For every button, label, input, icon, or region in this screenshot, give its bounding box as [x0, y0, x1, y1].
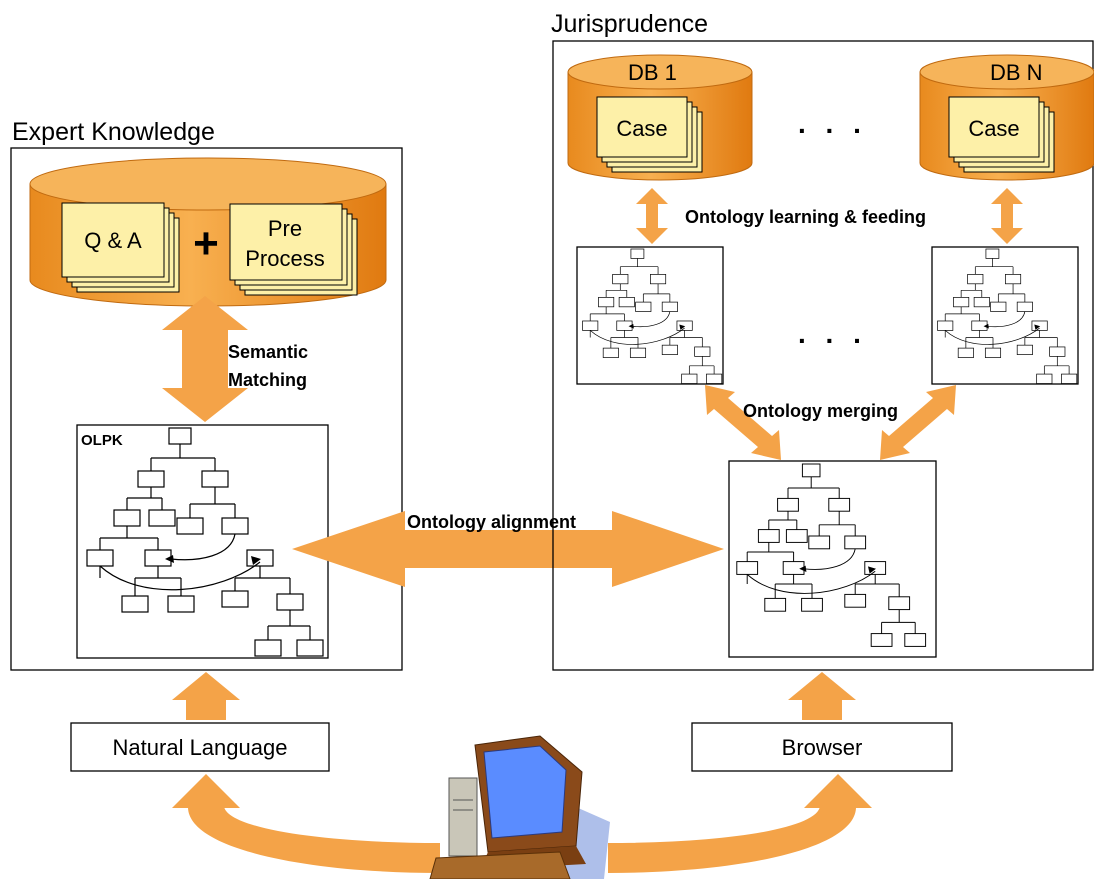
db1-ontology-box — [576, 246, 724, 385]
preprocess-document-stack: Pre Process — [229, 203, 358, 296]
merge-arrow-right — [880, 385, 956, 460]
db1-learning-arrow — [636, 188, 668, 244]
dbn-learning-arrow — [991, 188, 1023, 244]
db-ellipsis: . . . — [798, 108, 867, 139]
jurisprudence-panel — [552, 40, 1094, 671]
ontology-ellipsis: . . . — [798, 318, 867, 349]
qa-document-stack: Q & A — [61, 202, 180, 293]
db1-label: DB 1 — [628, 60, 677, 85]
db1-case-stack: Case — [596, 96, 703, 173]
browser-label: Browser — [782, 735, 863, 760]
semantic-matching-label-line2: Matching — [228, 370, 307, 390]
nl-to-expert-arrow — [172, 672, 240, 720]
user-to-nl-arrow — [172, 774, 440, 873]
expert-knowledge-title: Expert Knowledge — [12, 118, 215, 146]
user-to-browser-arrow — [608, 774, 872, 873]
dbn-case-stack: Case — [948, 96, 1055, 173]
browser-box — [691, 722, 953, 772]
natural-language-label: Natural Language — [113, 735, 288, 760]
ontology-merging-label: Ontology merging — [743, 401, 898, 421]
ontology-learning-label: Ontology learning & feeding — [685, 207, 926, 227]
ontology-alignment-label: Ontology alignment — [407, 512, 576, 532]
semantic-matching-label-line1: Semantic — [228, 342, 308, 362]
ontology-alignment-arrow — [292, 511, 724, 587]
db1-case-label: Case — [616, 116, 667, 141]
natural-language-box — [70, 722, 330, 772]
merged-ontology-box — [728, 460, 937, 658]
qa-label: Q & A — [84, 228, 142, 253]
olpk-label: OLPK — [81, 432, 123, 449]
dbn-ontology-box — [931, 246, 1079, 385]
preprocess-label-line2: Process — [245, 246, 324, 271]
browser-to-jurisprudence-arrow — [788, 672, 856, 720]
jurisprudence-title: Jurisprudence — [551, 10, 708, 38]
preprocess-label-line1: Pre — [268, 216, 302, 241]
merge-arrow-left — [705, 385, 781, 460]
dbn-label: DB N — [990, 60, 1043, 85]
semantic-matching-arrow — [162, 296, 248, 422]
expert-knowledge-panel — [10, 147, 403, 671]
computer-user-icon — [429, 735, 610, 879]
dbn-case-label: Case — [968, 116, 1019, 141]
plus-sign: + — [193, 219, 219, 268]
